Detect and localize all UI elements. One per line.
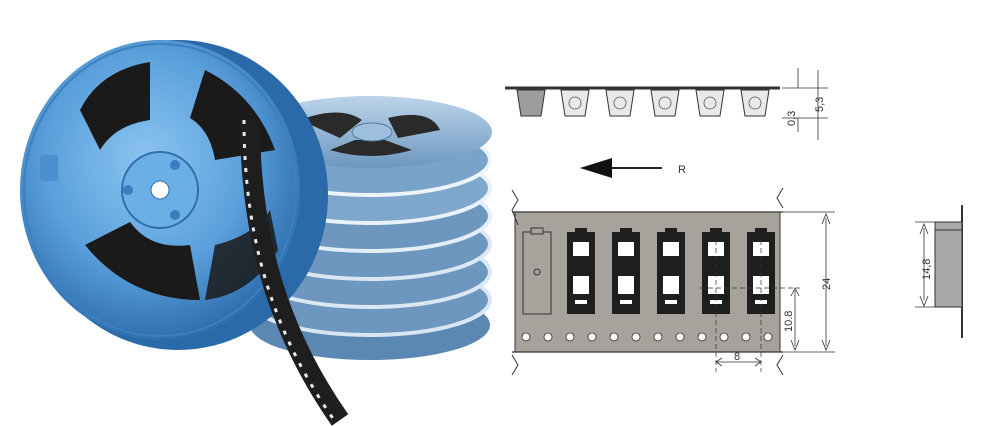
dim-tape-width: 24 — [821, 278, 833, 290]
reel-photo — [20, 40, 492, 426]
front-reel — [20, 40, 328, 350]
feed-direction-arrow: R — [580, 158, 686, 178]
dim-side-height: 14,8 — [921, 259, 933, 280]
carrier-tape-strip — [240, 119, 349, 426]
tape-side-section: 14,8 — [915, 205, 963, 338]
tape-plan-view: 24 10.8 8 — [511, 187, 835, 376]
sprocket-holes — [521, 332, 773, 342]
profile-pockets — [560, 89, 770, 117]
dim-top-gap: 0,3 — [786, 111, 798, 126]
dim-pitch: 8 — [734, 351, 740, 363]
tape-profile-view: 0,3 5,3 — [505, 68, 828, 140]
dim-sprocket-offset: 10.8 — [783, 311, 795, 332]
direction-label: R — [678, 164, 686, 176]
dim-top-height: 5,3 — [814, 97, 826, 112]
